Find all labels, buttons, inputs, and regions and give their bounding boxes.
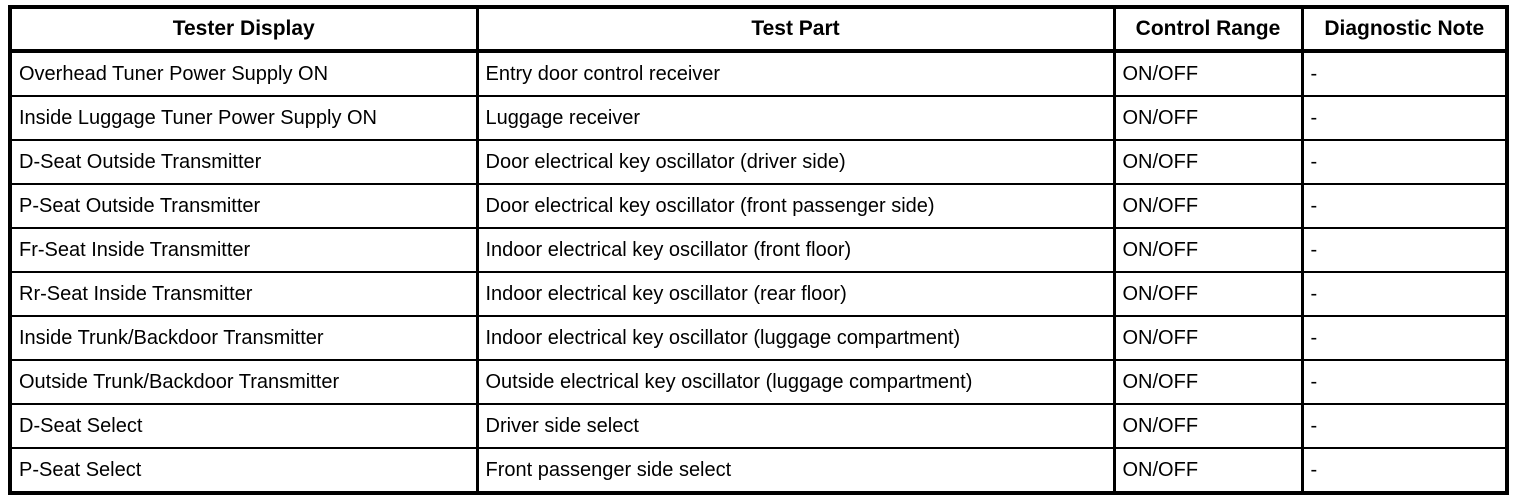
cell-test-part: Outside electrical key oscillator (lugga… <box>475 359 1116 405</box>
cell-tester-display: Overhead Tuner Power Supply ON <box>8 51 479 97</box>
column-header-tester-display: Tester Display <box>8 5 479 53</box>
cell-diagnostic-note: - <box>1300 315 1509 361</box>
cell-control-range: ON/OFF <box>1112 447 1304 495</box>
table-row: P-Seat Outside Transmitter Door electric… <box>8 183 1509 229</box>
table-row: Inside Luggage Tuner Power Supply ON Lug… <box>8 95 1509 141</box>
cell-control-range: ON/OFF <box>1112 183 1304 229</box>
cell-diagnostic-note: - <box>1300 447 1509 495</box>
cell-control-range: ON/OFF <box>1112 271 1304 317</box>
cell-tester-display: Inside Luggage Tuner Power Supply ON <box>8 95 479 141</box>
cell-tester-display: D-Seat Select <box>8 403 479 449</box>
active-test-table: Tester Display Test Part Control Range D… <box>8 5 1509 495</box>
cell-tester-display: Rr-Seat Inside Transmitter <box>8 271 479 317</box>
table-body: Overhead Tuner Power Supply ON Entry doo… <box>8 51 1509 495</box>
cell-control-range: ON/OFF <box>1112 359 1304 405</box>
cell-diagnostic-note: - <box>1300 51 1509 97</box>
cell-tester-display: P-Seat Outside Transmitter <box>8 183 479 229</box>
cell-test-part: Indoor electrical key oscillator (front … <box>475 227 1116 273</box>
cell-test-part: Door electrical key oscillator (front pa… <box>475 183 1116 229</box>
table-row: Rr-Seat Inside Transmitter Indoor electr… <box>8 271 1509 317</box>
column-header-test-part: Test Part <box>475 5 1116 53</box>
table-row: Fr-Seat Inside Transmitter Indoor electr… <box>8 227 1509 273</box>
cell-diagnostic-note: - <box>1300 227 1509 273</box>
cell-tester-display: P-Seat Select <box>8 447 479 495</box>
table-row: Outside Trunk/Backdoor Transmitter Outsi… <box>8 359 1509 405</box>
cell-control-range: ON/OFF <box>1112 403 1304 449</box>
cell-tester-display: Inside Trunk/Backdoor Transmitter <box>8 315 479 361</box>
cell-control-range: ON/OFF <box>1112 139 1304 185</box>
cell-diagnostic-note: - <box>1300 95 1509 141</box>
cell-diagnostic-note: - <box>1300 359 1509 405</box>
table-row: Inside Trunk/Backdoor Transmitter Indoor… <box>8 315 1509 361</box>
cell-diagnostic-note: - <box>1300 271 1509 317</box>
cell-test-part: Entry door control receiver <box>475 51 1116 97</box>
cell-diagnostic-note: - <box>1300 183 1509 229</box>
cell-diagnostic-note: - <box>1300 139 1509 185</box>
cell-control-range: ON/OFF <box>1112 315 1304 361</box>
cell-test-part: Front passenger side select <box>475 447 1116 495</box>
table-row: D-Seat Outside Transmitter Door electric… <box>8 139 1509 185</box>
table-row: P-Seat Select Front passenger side selec… <box>8 447 1509 495</box>
table-row: Overhead Tuner Power Supply ON Entry doo… <box>8 51 1509 97</box>
cell-tester-display: Fr-Seat Inside Transmitter <box>8 227 479 273</box>
cell-test-part: Indoor electrical key oscillator (luggag… <box>475 315 1116 361</box>
cell-test-part: Indoor electrical key oscillator (rear f… <box>475 271 1116 317</box>
cell-control-range: ON/OFF <box>1112 95 1304 141</box>
cell-tester-display: D-Seat Outside Transmitter <box>8 139 479 185</box>
cell-test-part: Door electrical key oscillator (driver s… <box>475 139 1116 185</box>
cell-diagnostic-note: - <box>1300 403 1509 449</box>
table-header: Tester Display Test Part Control Range D… <box>8 5 1509 53</box>
column-header-control-range: Control Range <box>1112 5 1304 53</box>
cell-control-range: ON/OFF <box>1112 227 1304 273</box>
table-header-row: Tester Display Test Part Control Range D… <box>8 5 1509 53</box>
column-header-diagnostic-note: Diagnostic Note <box>1300 5 1509 53</box>
cell-control-range: ON/OFF <box>1112 51 1304 97</box>
cell-test-part: Luggage receiver <box>475 95 1116 141</box>
cell-test-part: Driver side select <box>475 403 1116 449</box>
document-page: Tester Display Test Part Control Range D… <box>8 5 1509 495</box>
cell-tester-display: Outside Trunk/Backdoor Transmitter <box>8 359 479 405</box>
table-row: D-Seat Select Driver side select ON/OFF … <box>8 403 1509 449</box>
